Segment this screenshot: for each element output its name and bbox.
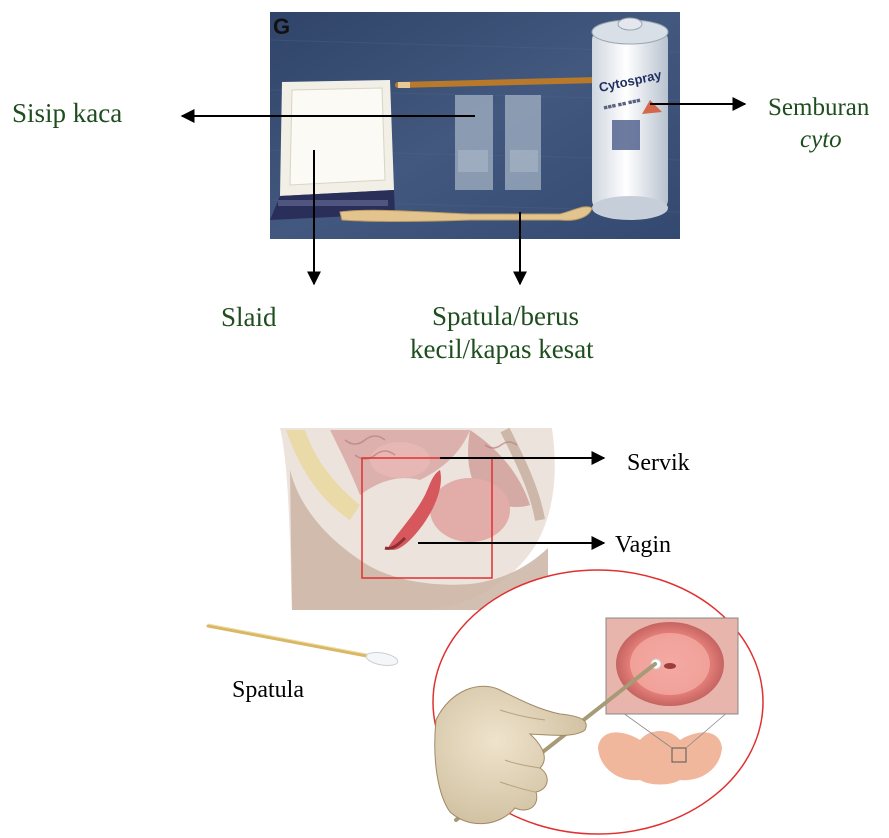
label-spatula-berus-line2: kecil/kapas kesat xyxy=(410,334,594,365)
slide-box xyxy=(270,80,395,220)
label-spatula: Spatula xyxy=(232,677,304,705)
label-spatula-berus-line1: Spatula/berus xyxy=(432,301,579,332)
collection-inset xyxy=(433,570,763,834)
label-cyto: cyto xyxy=(800,126,842,155)
cotton-swab xyxy=(208,624,399,668)
pelvic-cross-section xyxy=(280,428,555,610)
label-servik: Servik xyxy=(627,450,690,478)
label-slaid: Slaid xyxy=(221,302,277,333)
label-sisip-kaca: Sisip kaca xyxy=(12,98,122,129)
label-vagin: Vagin xyxy=(615,532,671,560)
panel-letter: G xyxy=(273,14,290,39)
equipment-photo: Cytospray ■■■ ■■ ■■■ xyxy=(270,12,680,239)
label-semburan: Semburan xyxy=(768,94,869,123)
cytospray-can: Cytospray ■■■ ■■ ■■■ xyxy=(592,18,668,220)
cervix-magnified xyxy=(606,618,738,714)
